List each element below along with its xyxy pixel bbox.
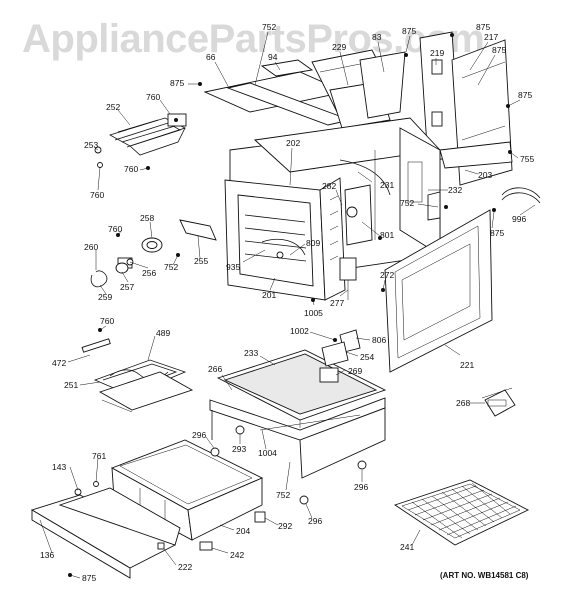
terminal-block bbox=[319, 329, 361, 383]
callout-204: 204 bbox=[236, 526, 250, 536]
callout-233: 233 bbox=[244, 348, 258, 358]
callout-875: 875 bbox=[476, 22, 490, 32]
rear-top-frame bbox=[203, 31, 513, 186]
callout-761: 761 bbox=[92, 451, 106, 461]
callout-760: 760 bbox=[90, 190, 104, 200]
door-gasket-clip bbox=[501, 187, 541, 199]
callout-760: 760 bbox=[124, 164, 138, 174]
fan-motor-parts bbox=[90, 237, 163, 288]
oven-rack bbox=[393, 479, 530, 546]
callout-253: 253 bbox=[84, 140, 98, 150]
leg-bracket bbox=[235, 425, 245, 435]
callout-217: 217 bbox=[484, 32, 498, 42]
callout-875: 875 bbox=[490, 228, 504, 238]
callout-229: 229 bbox=[332, 42, 346, 52]
drawer-clip bbox=[199, 541, 213, 551]
leveling-leg-rear-right bbox=[357, 460, 367, 470]
callout-1002: 1002 bbox=[290, 326, 309, 336]
callout-268: 268 bbox=[456, 398, 470, 408]
callout-996: 996 bbox=[512, 214, 526, 224]
callout-136: 136 bbox=[40, 550, 54, 560]
element-shield bbox=[179, 219, 217, 241]
callout-260: 260 bbox=[84, 242, 98, 252]
callout-222: 222 bbox=[178, 562, 192, 572]
vent-brackets bbox=[339, 184, 441, 300]
callout-labels: 752 875 875 219 217 875 229 83 66 94 875… bbox=[40, 22, 534, 583]
callout-875: 875 bbox=[402, 26, 416, 36]
oven-front-frame bbox=[224, 177, 346, 301]
callout-257: 257 bbox=[120, 282, 134, 292]
callout-255: 255 bbox=[194, 256, 208, 266]
callout-221: 221 bbox=[460, 360, 474, 370]
callout-266: 266 bbox=[208, 364, 222, 374]
broil-element bbox=[94, 113, 187, 168]
callout-258: 258 bbox=[140, 213, 154, 223]
callout-231: 231 bbox=[380, 180, 394, 190]
callout-94: 94 bbox=[268, 52, 278, 62]
callout-1004: 1004 bbox=[258, 448, 277, 458]
callout-143: 143 bbox=[52, 462, 66, 472]
callout-875: 875 bbox=[170, 78, 184, 88]
callout-256: 256 bbox=[142, 268, 156, 278]
callout-1005: 1005 bbox=[304, 308, 323, 318]
callout-252: 252 bbox=[106, 102, 120, 112]
watermark: AppliancePartsPros.com bbox=[22, 17, 485, 61]
callout-760: 760 bbox=[100, 316, 114, 326]
drawer-front-panel bbox=[30, 481, 181, 579]
callout-809: 809 bbox=[306, 238, 320, 248]
callout-752: 752 bbox=[262, 22, 276, 32]
wire-connector bbox=[481, 387, 516, 417]
callout-259: 259 bbox=[98, 292, 112, 302]
callout-241: 241 bbox=[400, 542, 414, 552]
callout-296: 296 bbox=[354, 482, 368, 492]
side-panel-right bbox=[384, 209, 493, 373]
drawer-pan bbox=[110, 439, 264, 541]
callout-202: 202 bbox=[286, 138, 300, 148]
callout-752: 752 bbox=[276, 490, 290, 500]
callout-201: 201 bbox=[262, 290, 276, 300]
callout-801: 801 bbox=[380, 230, 394, 240]
leader-lines bbox=[39, 31, 536, 579]
callout-242: 242 bbox=[230, 550, 244, 560]
callout-232: 232 bbox=[448, 185, 462, 195]
callout-472: 472 bbox=[52, 358, 66, 368]
callout-752: 752 bbox=[400, 198, 414, 208]
callout-282: 282 bbox=[322, 181, 336, 191]
callout-875: 875 bbox=[492, 45, 506, 55]
callout-296: 296 bbox=[192, 430, 206, 440]
callout-489: 489 bbox=[156, 328, 170, 338]
bake-element bbox=[81, 338, 194, 413]
leveling-leg-front-right bbox=[299, 495, 309, 505]
callout-254: 254 bbox=[360, 352, 374, 362]
callout-83: 83 bbox=[372, 32, 382, 42]
callout-760: 760 bbox=[146, 92, 160, 102]
drawer-roller bbox=[254, 511, 266, 523]
callout-66: 66 bbox=[206, 52, 216, 62]
callout-935: 935 bbox=[226, 262, 240, 272]
callout-875: 875 bbox=[518, 90, 532, 100]
callout-251: 251 bbox=[64, 380, 78, 390]
callout-292: 292 bbox=[278, 521, 292, 531]
art-number: (ART NO. WB14581 C8) bbox=[440, 571, 529, 580]
callout-752: 752 bbox=[164, 262, 178, 272]
callout-296: 296 bbox=[308, 516, 322, 526]
leveling-leg-front-left bbox=[210, 447, 220, 457]
callout-277: 277 bbox=[330, 298, 344, 308]
callout-269: 269 bbox=[348, 366, 362, 376]
callout-293: 293 bbox=[232, 444, 246, 454]
callout-272: 272 bbox=[380, 270, 394, 280]
callout-760: 760 bbox=[108, 224, 122, 234]
callout-755: 755 bbox=[520, 154, 534, 164]
callout-875: 875 bbox=[82, 573, 96, 583]
callout-219: 219 bbox=[430, 48, 444, 58]
callout-203: 203 bbox=[478, 170, 492, 180]
callout-806: 806 bbox=[372, 335, 386, 345]
drawer-frame bbox=[209, 397, 386, 479]
